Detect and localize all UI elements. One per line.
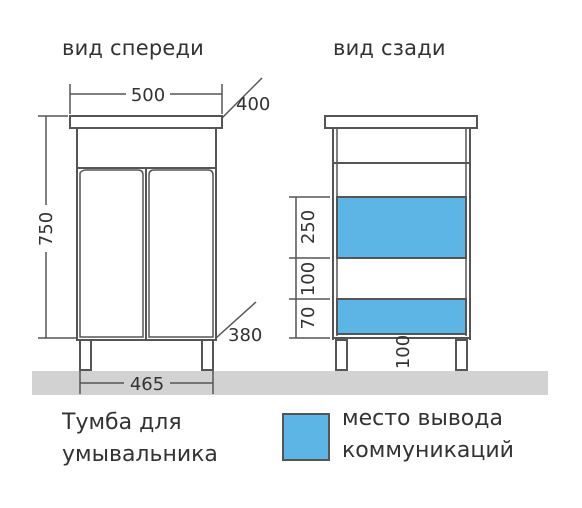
front-leg-right <box>201 339 214 371</box>
dim-400-label: 400 <box>236 94 270 115</box>
dim-465-label: 465 <box>130 374 164 395</box>
dim-500-label: 500 <box>131 85 165 106</box>
back-communication-zone-lower <box>336 298 467 335</box>
front-leg-left <box>79 339 92 371</box>
back-communication-zone-upper <box>336 196 467 259</box>
legend-swatch <box>282 413 330 461</box>
front-door-right <box>148 169 214 338</box>
front-door-left <box>79 169 144 338</box>
back-view <box>324 115 478 371</box>
back-dimensions: 250 100 70 100 <box>289 196 414 369</box>
legend-line-2: коммуникаций <box>342 438 514 463</box>
back-view-label: вид сзади <box>333 36 446 60</box>
dim-100-middle-label: 100 <box>298 262 319 296</box>
dim-750-label: 750 <box>36 212 57 246</box>
dim-70-label: 70 <box>298 307 319 330</box>
dim-400-line <box>221 77 263 119</box>
caption-line-2: умывальника <box>62 442 218 467</box>
front-view-label: вид спереди <box>62 36 205 60</box>
dim-250-label: 250 <box>298 210 319 244</box>
front-view <box>69 115 223 371</box>
back-leg-right <box>455 339 468 371</box>
front-countertop <box>69 115 223 129</box>
dim-380-line <box>215 301 257 339</box>
dim-380-label: 380 <box>228 325 262 346</box>
front-dimensions: 500 400 750 380 465 <box>36 77 270 395</box>
legend-line-1: место вывода <box>342 406 503 431</box>
back-leg-left <box>335 339 348 371</box>
back-countertop <box>324 115 478 129</box>
caption-line-1: Тумба для <box>62 410 182 435</box>
dim-100-legs-label: 100 <box>393 335 414 369</box>
